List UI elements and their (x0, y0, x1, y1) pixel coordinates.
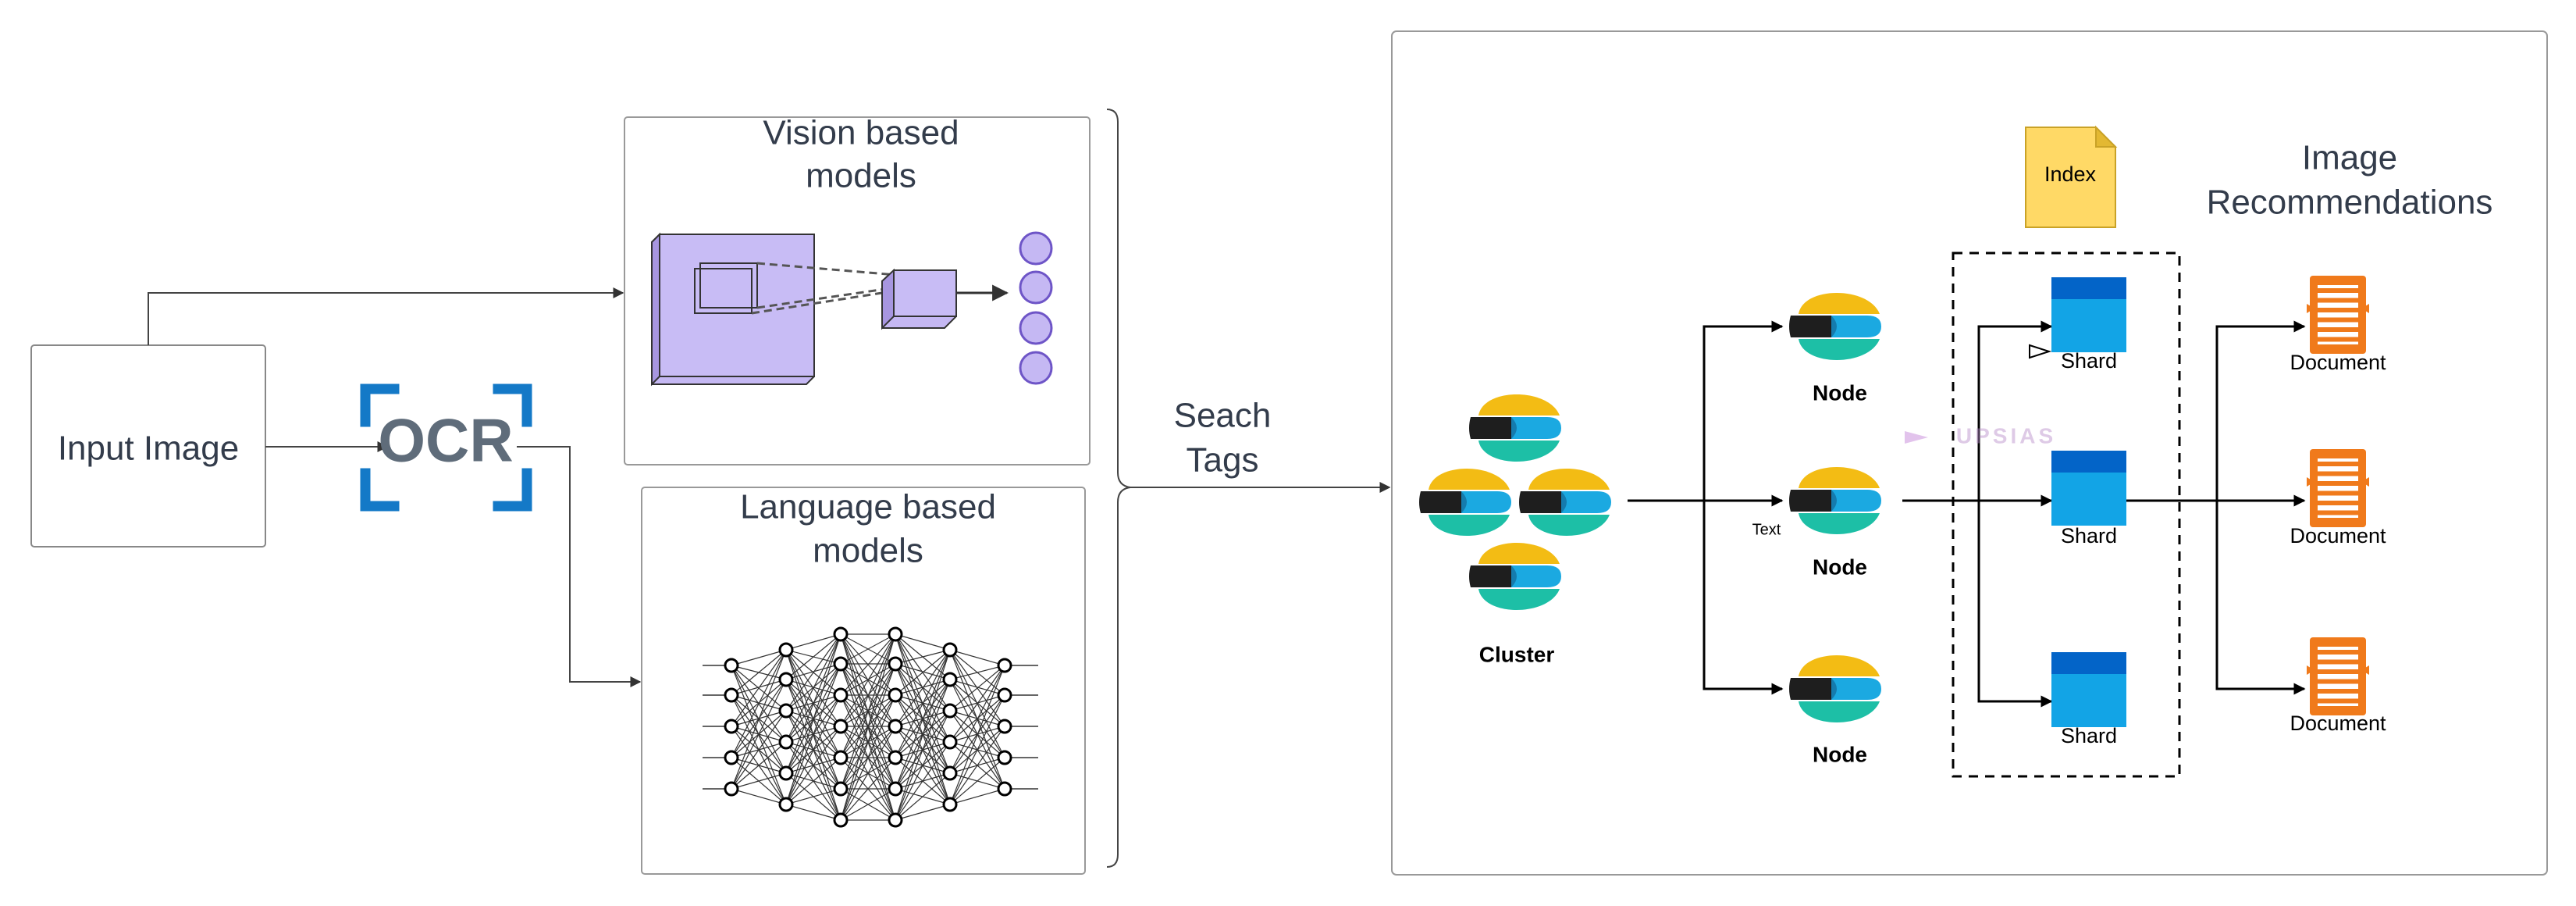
text-label: Text (1752, 521, 1781, 538)
vision-title-line1: Vision based (763, 114, 959, 152)
nn-neuron (833, 719, 849, 734)
document-icon (2307, 276, 2369, 354)
cluster-logo-top (1469, 394, 1561, 462)
search-tags-line2: Tags (1187, 441, 1259, 480)
nn-neuron (997, 719, 1012, 734)
node-label-3: Node (1813, 742, 1867, 766)
nn-neuron (942, 642, 958, 658)
cluster-logo-bottom (1469, 543, 1561, 610)
language-title-line1: Language based (740, 488, 996, 526)
nn-neuron (888, 687, 903, 703)
nn-neuron (833, 781, 849, 797)
nn-neuron (724, 719, 739, 734)
nn-neuron (997, 781, 1012, 797)
shard-1: Shard (2051, 277, 2126, 373)
arrow-ocr-to-language (517, 446, 642, 687)
nn-neuron (997, 750, 1012, 765)
node-logo-1 (1789, 293, 1881, 360)
ocr-label: OCR (378, 406, 513, 475)
nn-neuron (724, 658, 739, 673)
node-label-2: Node (1813, 555, 1867, 579)
document-icon (2307, 449, 2369, 527)
shard-label-2: Shard (2061, 524, 2117, 548)
brace (1106, 109, 1131, 868)
cluster-logo-left (1419, 469, 1511, 536)
language-title-line2: models (813, 532, 923, 570)
node-logo-2 (1789, 467, 1881, 534)
nn-neuron (942, 672, 958, 687)
nn-neuron (888, 812, 903, 828)
neural-network-illustration (703, 626, 1038, 828)
nn-neuron (888, 781, 903, 797)
document-label-2: Document (2290, 524, 2386, 548)
index-icon: Index (2025, 125, 2118, 228)
nn-neuron (778, 642, 794, 658)
nn-neuron (778, 734, 794, 750)
nn-neuron (724, 781, 739, 797)
watermark-text: UPSIAS (1956, 423, 2056, 448)
shard-2: Shard (2051, 451, 2126, 548)
nn-neuron (888, 656, 903, 672)
input-image-box: Input Image (30, 344, 266, 548)
elastic-box (1391, 30, 2548, 876)
nn-neuron (833, 656, 849, 672)
shard-label-1: Shard (2061, 349, 2117, 373)
document-icon (2307, 637, 2369, 715)
nn-neuron (833, 750, 849, 765)
input-connectors (148, 287, 642, 687)
watermark: UPSIAS (1905, 423, 2056, 448)
nn-neuron (724, 750, 739, 765)
index-label: Index (2044, 162, 2097, 186)
nn-neuron (997, 687, 1012, 703)
cluster-logo-right (1519, 469, 1611, 536)
nn-neuron (778, 703, 794, 719)
arrow-input-to-vision (148, 287, 624, 345)
document-label-3: Document (2290, 712, 2386, 735)
documents (2307, 276, 2369, 715)
input-image-label: Input Image (58, 430, 239, 468)
cluster-label: Cluster (1479, 642, 1555, 666)
nn-neuron (888, 750, 903, 765)
node-logo-3 (1789, 655, 1881, 722)
nn-neuron (888, 719, 903, 734)
cluster-connectors (1628, 320, 1784, 695)
shard-3: Shard (2051, 652, 2126, 747)
nn-neuron (724, 687, 739, 703)
ocr-icon: OCR (360, 383, 532, 512)
shard-group (1952, 251, 2181, 778)
vision-models-box: Vision based models (624, 114, 1091, 465)
node-label-1: Node (1813, 380, 1867, 405)
nn-neuron (888, 626, 903, 642)
node-shard-connectors (1902, 320, 2053, 708)
nn-neuron (833, 812, 849, 828)
nn-neuron (942, 765, 958, 781)
recommendations-line2: Recommendations (2207, 184, 2493, 222)
nn-neuron (778, 672, 794, 687)
search-tags-line1: Seach (1174, 397, 1272, 435)
recommendations-line1: Image (2302, 139, 2397, 177)
nn-neuron (833, 626, 849, 642)
cnn-illustration (651, 231, 1053, 387)
document-label-1: Document (2290, 351, 2386, 374)
elastic-icons (1419, 293, 1881, 722)
nn-neuron (942, 703, 958, 719)
nn-neuron (778, 765, 794, 781)
nn-neuron (997, 658, 1012, 673)
nn-neuron (778, 797, 794, 812)
nn-neuron (942, 734, 958, 750)
vision-title-line2: models (806, 157, 916, 195)
shard-document-connectors (2126, 320, 2306, 695)
shard-label-3: Shard (2061, 724, 2117, 747)
nn-neuron (833, 687, 849, 703)
language-models-box: Language based models (641, 487, 1086, 875)
nn-neuron (942, 797, 958, 812)
